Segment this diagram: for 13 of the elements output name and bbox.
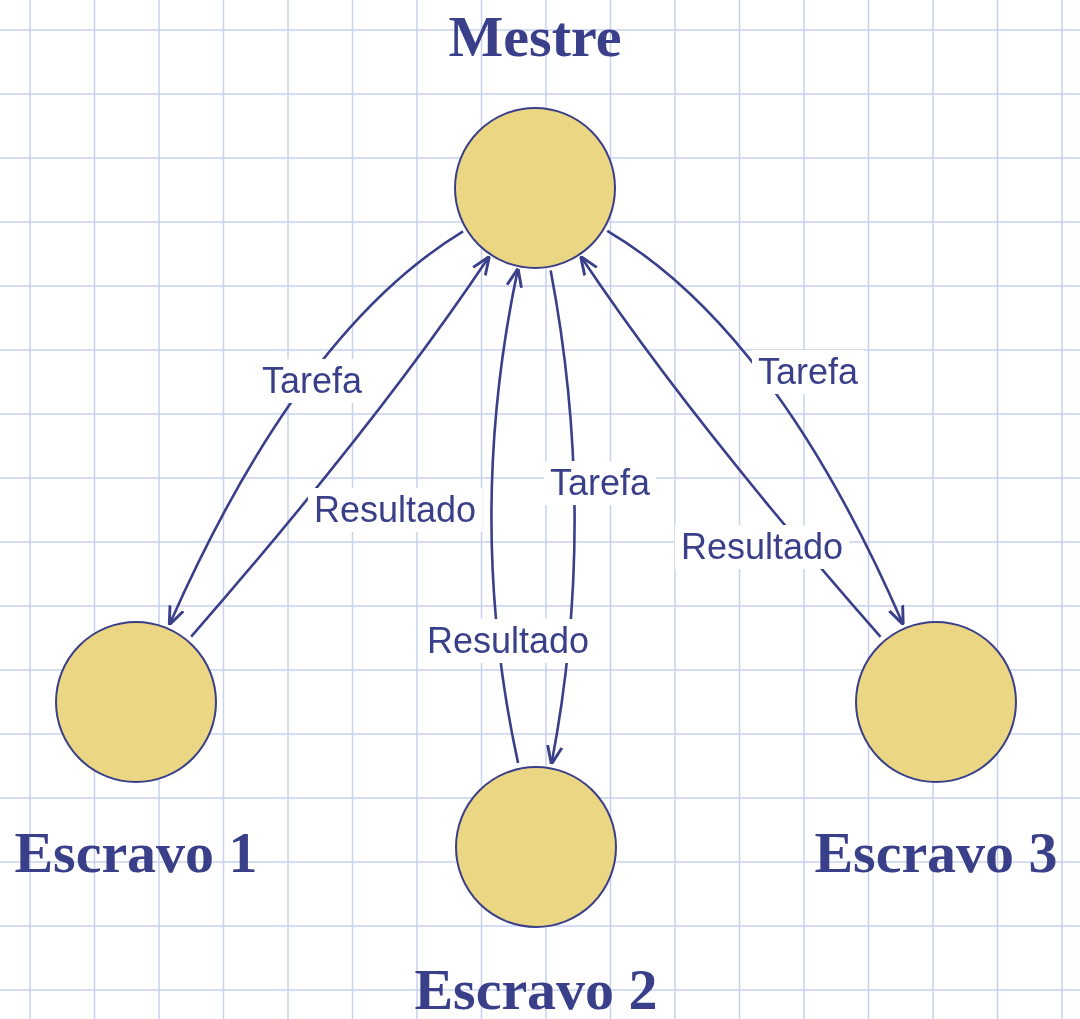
- edge-label: Tarefa: [543, 461, 657, 505]
- edge-label: Tarefa: [751, 350, 865, 394]
- arrow: [579, 254, 882, 638]
- edge-label: Resultado: [674, 525, 850, 569]
- arrow: [490, 266, 524, 764]
- edge-label: Resultado: [307, 488, 483, 532]
- node-label: Escravo 3: [814, 824, 1058, 882]
- arrow: [190, 254, 491, 638]
- arrow: [167, 230, 464, 627]
- node-label: Escravo 1: [14, 824, 258, 882]
- node-label: Escravo 2: [414, 961, 658, 1019]
- arrow: [606, 229, 905, 627]
- node-label: Mestre: [448, 8, 622, 66]
